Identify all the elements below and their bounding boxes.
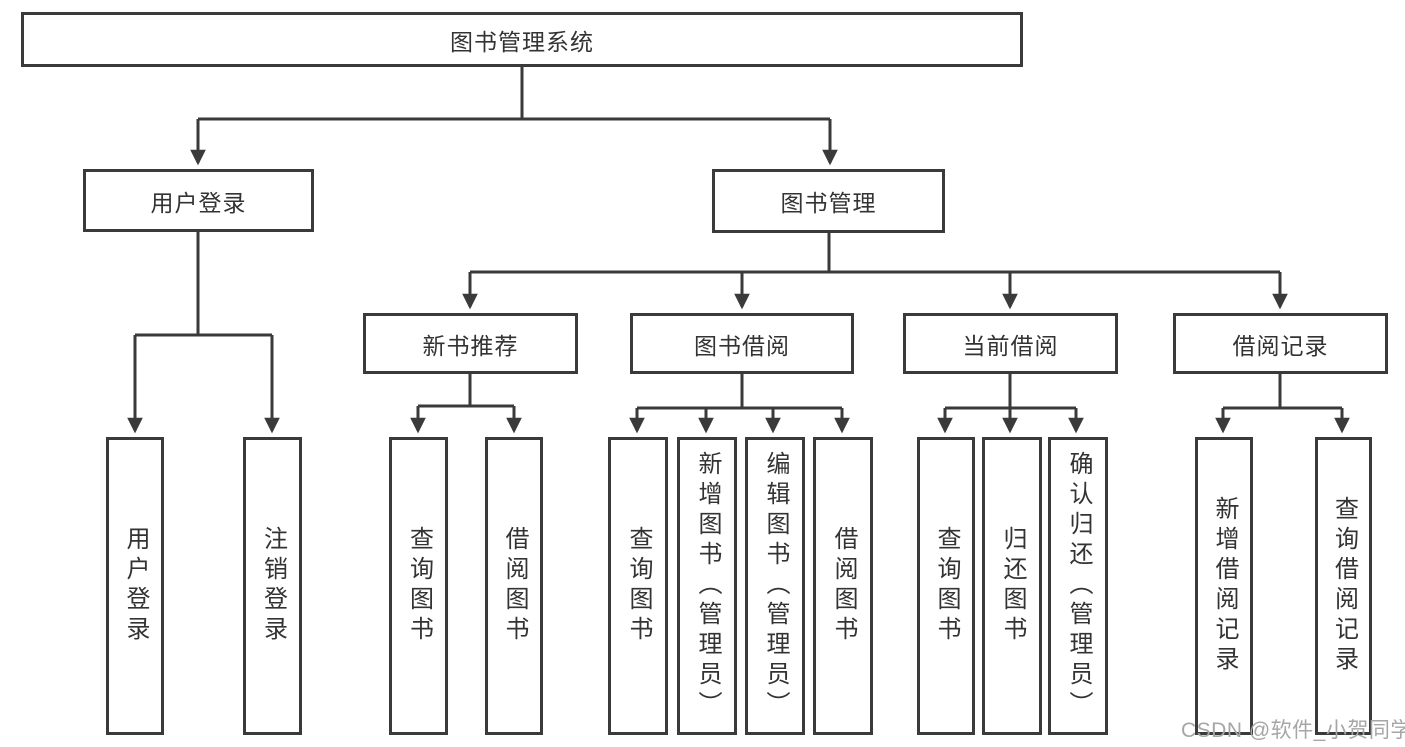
leaf-return-books: 归还图书 xyxy=(982,437,1042,735)
node-book-borrowing: 图书借阅 xyxy=(630,313,854,374)
csdn-watermark: CSDN @软件_小贺同学 xyxy=(1181,719,1405,742)
leaf-edit-books-admin: 编辑图书（管理员） xyxy=(745,437,805,735)
leaf-borrowing-query-books: 查询图书 xyxy=(608,437,668,735)
leaf-query-borrow-record: 查询借阅记录 xyxy=(1315,437,1372,735)
leaf-add-books-admin: 新增图书（管理员） xyxy=(677,437,737,735)
leaf-borrow-books: 借阅图书 xyxy=(813,437,873,735)
node-book-management: 图书管理 xyxy=(712,169,945,233)
leaf-recommend-borrow-books: 借阅图书 xyxy=(485,437,543,735)
leaf-logout: 注销登录 xyxy=(243,437,302,735)
node-user-login: 用户登录 xyxy=(83,169,314,232)
leaf-add-borrow-record: 新增借阅记录 xyxy=(1195,437,1253,735)
leaf-recommend-query-books: 查询图书 xyxy=(389,437,448,735)
node-borrowing-records: 借阅记录 xyxy=(1173,313,1388,374)
leaf-user-login: 用户登录 xyxy=(106,437,164,735)
node-new-book-recommendation: 新书推荐 xyxy=(363,313,578,374)
leaf-current-query-books: 查询图书 xyxy=(917,437,975,735)
leaf-confirm-return-admin: 确认归还（管理员） xyxy=(1048,437,1108,735)
node-current-borrowing: 当前借阅 xyxy=(903,313,1118,374)
node-library-management-system: 图书管理系统 xyxy=(21,12,1023,67)
